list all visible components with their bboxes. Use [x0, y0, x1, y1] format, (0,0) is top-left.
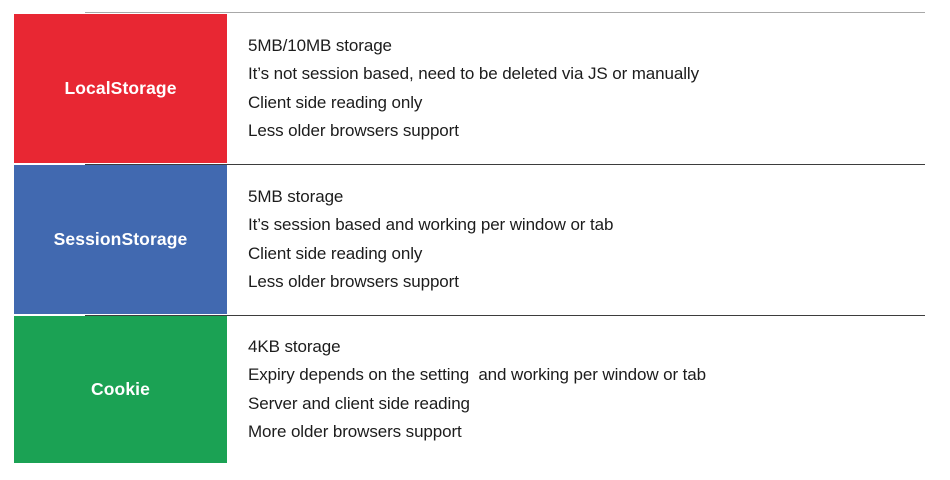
row-label-cell-cookie: Cookie [14, 316, 227, 463]
row-label-cookie: Cookie [91, 378, 150, 399]
table-top-divider [85, 12, 925, 13]
row-label-sessionstorage: SessionStorage [53, 228, 188, 249]
description-line: It’s not session based, need to be delet… [248, 64, 699, 83]
table-row: SessionStorage 5MB storage It’s session … [0, 165, 950, 314]
row-description-cell-sessionstorage: 5MB storage It’s session based and worki… [248, 165, 950, 314]
description-line: Client side reading only [248, 92, 423, 112]
description-line: Less older browsers support [248, 121, 459, 140]
description-line: 4KB storage [248, 336, 341, 356]
row-description-cell-localstorage: 5MB/10MB storage It’s not session based,… [248, 14, 950, 163]
description-line: 5MB/10MB storage [248, 35, 392, 55]
description-line: Expiry depends on the setting and workin… [248, 365, 706, 384]
description-lines: 5MB storage It’s session based and worki… [248, 183, 950, 297]
description-lines: 4KB storage Expiry depends on the settin… [248, 333, 950, 447]
description-line: Server and client side reading [248, 393, 470, 413]
description-line: Client side reading only [248, 243, 423, 263]
description-line: 5MB storage [248, 186, 344, 206]
table-row: Cookie 4KB storage Expiry depends on the… [0, 316, 950, 463]
row-label-cell-localstorage: LocalStorage [14, 14, 227, 163]
row-description-cell-cookie: 4KB storage Expiry depends on the settin… [248, 316, 950, 463]
description-line: Less older browsers support [248, 272, 459, 291]
row-divider-2 [85, 315, 925, 316]
row-label-localstorage: LocalStorage [64, 77, 177, 98]
description-lines: 5MB/10MB storage It’s not session based,… [248, 32, 950, 146]
description-line: More older browsers support [248, 422, 462, 441]
row-label-cell-sessionstorage: SessionStorage [14, 165, 227, 314]
row-divider-1 [85, 164, 925, 165]
description-line: It’s session based and working per windo… [248, 215, 614, 234]
table-row: LocalStorage 5MB/10MB storage It’s not s… [0, 14, 950, 163]
